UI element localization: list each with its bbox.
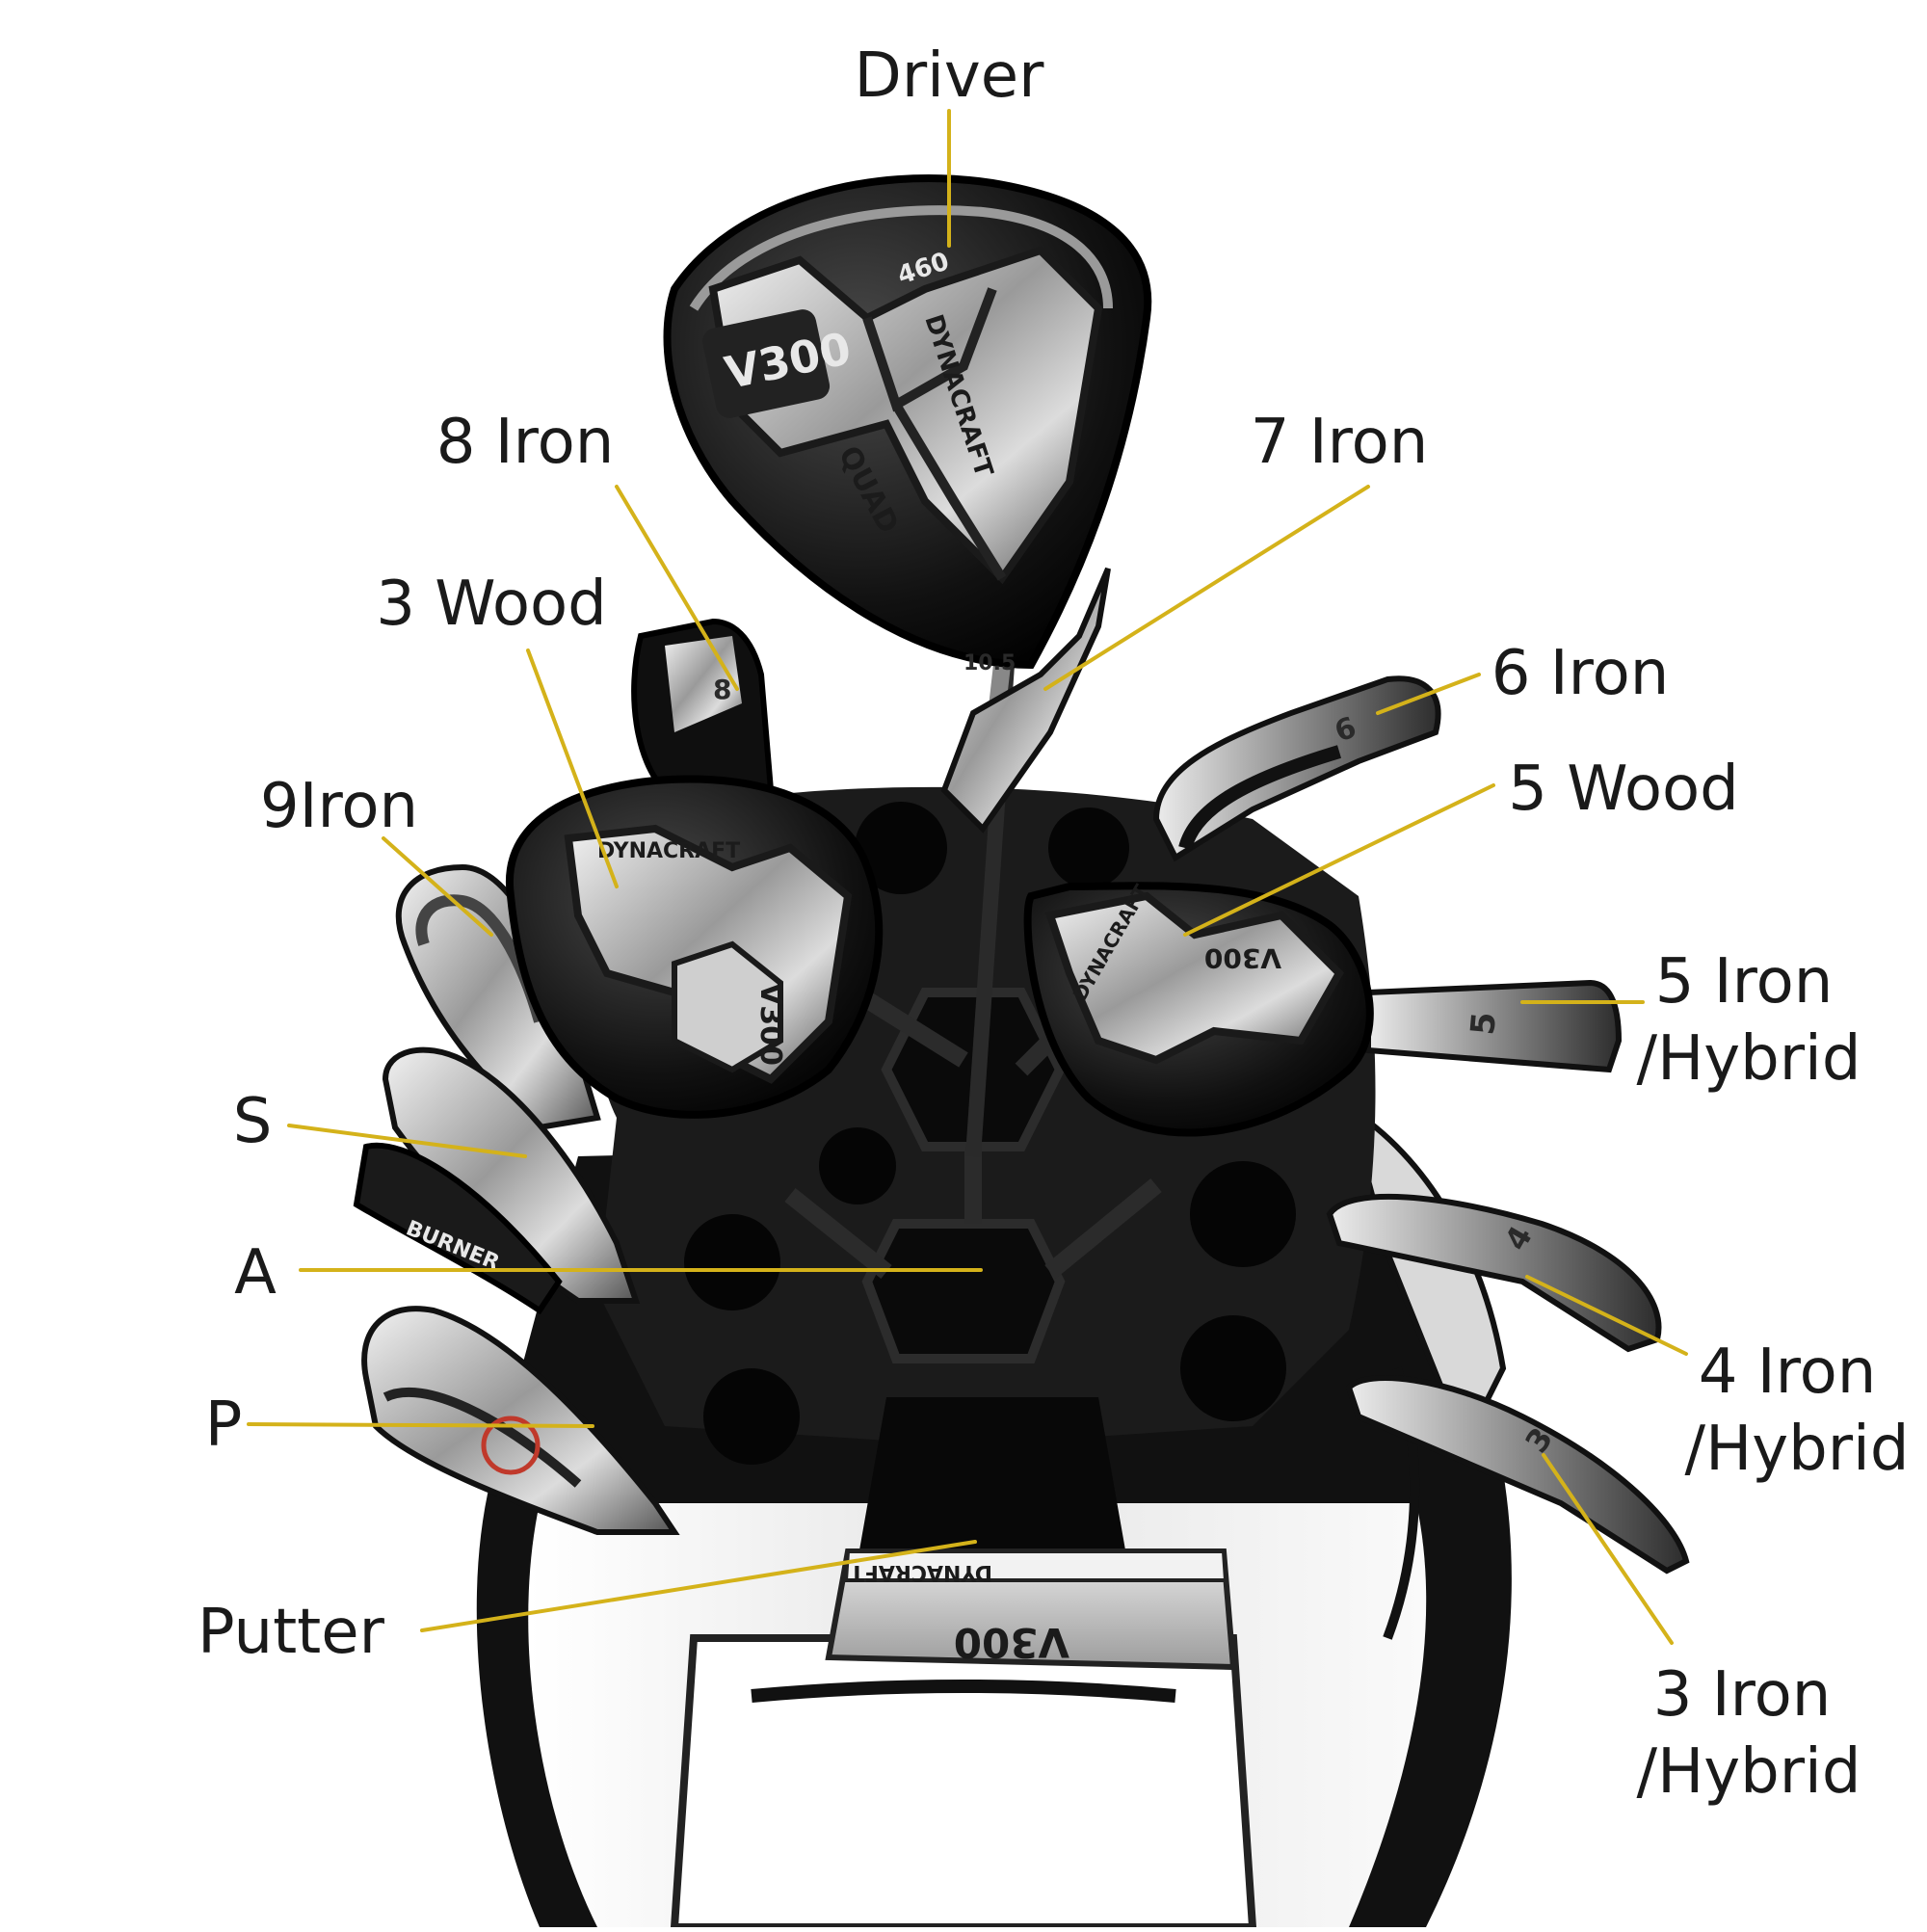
leader-lines: [247, 109, 1688, 1645]
divider-hole: [1190, 1161, 1296, 1267]
iron-number-5: 5: [1464, 1011, 1504, 1037]
label-4-iron-line2: /Hybrid: [1685, 1414, 1910, 1485]
club-p-wedge: [361, 1306, 680, 1535]
label-a: A: [234, 1237, 277, 1309]
divider-hole: [855, 802, 947, 894]
wood3-model-mark: V300: [753, 983, 787, 1066]
club-3-iron: 3: [1345, 1375, 1690, 1575]
label-3-iron-line1: 3 Iron: [1653, 1659, 1832, 1731]
club-putter: DYNACRAFT V300: [825, 1548, 1237, 1671]
leader-p: [247, 1422, 594, 1428]
label-6-iron: 6 Iron: [1491, 638, 1670, 709]
divider-hole: [1048, 807, 1129, 888]
label-5-wood: 5 Wood: [1508, 754, 1739, 825]
leader-s: [287, 1124, 527, 1158]
wood3-brand-mark: DYNACRAFT: [597, 839, 740, 863]
label-putter: Putter: [198, 1597, 385, 1668]
divider-hole: [703, 1368, 800, 1465]
club-7-iron: [940, 567, 1111, 834]
club-4-iron: 4: [1326, 1193, 1662, 1353]
divider-hole: [684, 1214, 780, 1310]
labels: Driver 8 Iron 7 Iron 3 Wood 6 Iron 5 Woo…: [198, 40, 1909, 1808]
leader-8-iron: [615, 485, 739, 691]
club-driver: V300 DYNACRAFT QUAD 460 10.5: [663, 174, 1152, 675]
label-3-iron-line2: /Hybrid: [1637, 1736, 1861, 1808]
divider-hole: [819, 1127, 896, 1204]
driver-loft-mark: 10.5: [964, 651, 1016, 675]
label-s: S: [233, 1086, 273, 1157]
bag-handle: [751, 1680, 1176, 1703]
leader-9-iron: [382, 836, 493, 937]
divider-hole: [1180, 1315, 1286, 1421]
putter-brand-mark: DYNACRAFT: [850, 1560, 992, 1584]
club-5-wood: DYNACRAFT V300: [1023, 881, 1374, 1137]
leader-3-iron: [1542, 1453, 1674, 1645]
putter-slot: [858, 1397, 1127, 1561]
leader-6-iron: [1376, 673, 1481, 715]
leader-5-wood: [1183, 783, 1495, 937]
divider-hex-hole: [861, 1219, 1066, 1363]
red-accent-mark: [481, 1416, 541, 1475]
leader-7-iron: [1043, 485, 1370, 691]
wood5-model-mark: V300: [1204, 942, 1281, 974]
club-s-wedge: BURNER: [353, 1046, 641, 1315]
leader-putter: [420, 1540, 977, 1632]
label-5-iron-line2: /Hybrid: [1637, 1023, 1861, 1095]
label-p: P: [205, 1389, 243, 1461]
putter-model-mark: V300: [954, 1619, 1069, 1666]
label-9-iron: 9Iron: [260, 771, 418, 842]
label-driver: Driver: [855, 40, 1045, 112]
club-5-iron: 5: [1365, 979, 1623, 1073]
label-7-iron: 7 Iron: [1251, 407, 1429, 478]
leader-3-wood: [526, 648, 619, 888]
label-4-iron-line1: 4 Iron: [1699, 1337, 1877, 1408]
label-8-iron: 8 Iron: [436, 407, 615, 478]
label-5-iron-line1: 5 Iron: [1655, 946, 1834, 1018]
club-6-iron: 6: [1152, 675, 1441, 862]
leader-4-iron: [1525, 1275, 1688, 1356]
iron-number-8: 8: [713, 674, 731, 705]
club-3-wood: DYNACRAFT V300: [505, 775, 884, 1119]
club-8-iron: 8: [631, 618, 775, 793]
label-3-wood: 3 Wood: [376, 569, 607, 640]
